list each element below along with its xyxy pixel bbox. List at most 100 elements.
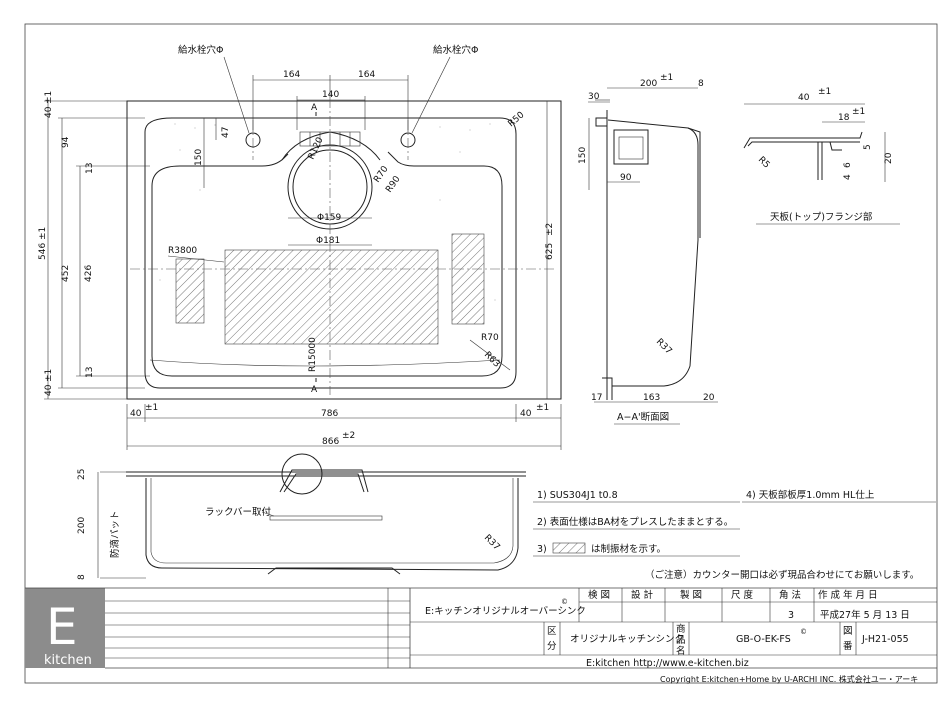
dim-150: 150 xyxy=(194,149,204,166)
flange-dim-18-tol: ±1 xyxy=(852,107,865,117)
dia-181: Φ181 xyxy=(316,236,340,246)
front-detail-circle xyxy=(281,453,323,495)
sec-dim-17: 17 xyxy=(591,393,602,403)
dim-40-bottom-tol: ±1 xyxy=(44,369,54,382)
date-value: 平成27年 5 月 13 日 xyxy=(820,609,910,621)
dim-452: 452 xyxy=(61,265,71,282)
rack-bar xyxy=(269,515,383,521)
angle-value: 3 xyxy=(788,610,794,621)
section-view: 30 200 ±1 8 150 90 R37 17 163 20 A−A'断面図 xyxy=(578,73,718,425)
front-dim-8: 8 xyxy=(77,574,87,580)
note-3-hatch-sample xyxy=(552,542,586,554)
section-mark-bottom: A xyxy=(311,385,318,395)
header-drafting: 製 図 xyxy=(680,589,702,601)
bowl-edge-line xyxy=(149,359,501,367)
flange-dim-5: 5 xyxy=(863,144,873,150)
copyright-line: Copyright E:kitchen+Home by U-ARCHI INC.… xyxy=(660,674,918,684)
dim-40-right-tol: ±1 xyxy=(536,403,549,413)
note-4: 4) 天板部板厚1.0mm HL仕上 xyxy=(746,489,875,501)
radius-r50: R50 xyxy=(507,110,527,129)
dim-94: 94 xyxy=(61,136,71,148)
product-name-label-1: 商 xyxy=(676,623,686,635)
front-dim-25: 25 xyxy=(77,469,87,480)
flange-radius-r5: R5 xyxy=(756,155,772,171)
drawing-no-label-1: 図 xyxy=(843,626,853,637)
section-profile xyxy=(606,110,699,400)
front-view: 25 200 8 防滴パット ラックバー取付 R37 xyxy=(77,453,526,580)
bowl-outline-outer xyxy=(144,117,517,389)
dim-164-right: 164 xyxy=(358,70,375,80)
product-series: E:キッチンオリジナルオーバーシンク xyxy=(425,606,586,617)
flange-dim-40: 40 xyxy=(798,93,810,103)
dim-40-left: 40 xyxy=(130,409,142,419)
dim-866: 866 xyxy=(322,437,339,447)
drawing-no-label-2: 番 xyxy=(843,640,853,652)
header-angle: 角 法 xyxy=(779,589,801,601)
sec-dim-200: 200 xyxy=(640,79,657,89)
dim-786: 786 xyxy=(321,409,338,419)
flange-detail: 40 ±1 18 ±1 R5 5 20 4 6 天板(トップ)フランジ部 xyxy=(743,87,900,225)
drip-pad-label: 防滴パット xyxy=(109,510,121,558)
website: E:kitchen http://www.e-kitchen.biz xyxy=(586,658,749,669)
logo-letter: E xyxy=(46,598,78,656)
header-scale: 尺 度 xyxy=(731,589,754,601)
sec-dim-30: 30 xyxy=(588,92,600,102)
sec-dim-8: 8 xyxy=(698,79,704,89)
front-radius-r37: R37 xyxy=(482,533,502,553)
surface-texture-dots xyxy=(159,123,496,301)
front-dim-200: 200 xyxy=(77,517,87,534)
flange-profile xyxy=(743,131,863,180)
dim-546-tol: ±1 xyxy=(38,227,48,240)
section-mark-top: A xyxy=(311,103,318,113)
sec-dim-90: 90 xyxy=(620,173,632,183)
model-copyright: © xyxy=(800,628,807,636)
dim-426: 426 xyxy=(84,265,94,282)
category-label-1: 区 xyxy=(547,626,557,637)
section-drain-block xyxy=(613,129,649,165)
header-design: 設 計 xyxy=(631,589,654,601)
radius-r15000: R15000 xyxy=(308,337,318,372)
note-3-prefix: 3) xyxy=(537,544,547,555)
flange-dim-6: 6 xyxy=(843,162,853,168)
dim-164-left: 164 xyxy=(283,70,300,80)
radius-r70-bottom: R70 xyxy=(481,333,499,343)
dim-13-bottom: 13 xyxy=(85,367,95,378)
dim-40-top: 40 xyxy=(44,106,54,118)
drawing-frame xyxy=(24,23,938,684)
dim-546: 546 xyxy=(38,243,48,260)
dim-625-tol: ±2 xyxy=(545,223,555,236)
note-2: 2) 表面仕様はBA材をプレスしたままとする。 xyxy=(537,516,733,528)
flange-dim-18: 18 xyxy=(838,113,850,123)
title-block: E kitchen E:キッチンオリジナルオーバーシンク © 検 図 設 計 xyxy=(25,587,937,684)
sec-dim-150: 150 xyxy=(578,147,588,164)
category-label-2: 分 xyxy=(547,641,557,652)
dim-140: 140 xyxy=(322,90,339,100)
dim-47: 47 xyxy=(221,127,231,138)
plan-view: A A 給水栓穴Φ 給水栓穴Φ 164 164 140 40 ±1 94 13 … xyxy=(38,44,562,450)
radius-r70-top: R70 xyxy=(372,164,391,184)
sec-dim-200-tol: ±1 xyxy=(660,73,673,83)
flange-dim-4: 4 xyxy=(843,174,853,180)
flange-dim-20: 20 xyxy=(884,152,894,164)
model-number: GB-O-EK-FS xyxy=(736,634,791,645)
header-check: 検 図 xyxy=(588,589,610,601)
dim-40-right: 40 xyxy=(520,409,532,419)
header-date: 作 成 年 月 日 xyxy=(818,589,878,601)
product-name-label-3: 名 xyxy=(676,645,686,657)
sec-dim-20: 20 xyxy=(703,393,715,403)
flange-title: 天板(トップ)フランジ部 xyxy=(770,211,872,223)
sink-top-plate xyxy=(126,100,562,400)
radius-r90: R90 xyxy=(384,174,403,194)
damping-pad-left xyxy=(175,258,205,324)
faucet-hole-right-label: 給水栓穴Φ xyxy=(433,44,478,56)
dim-13-top: 13 xyxy=(85,163,95,174)
radius-r3800: R3800 xyxy=(168,246,197,256)
radius-r120: R120 xyxy=(307,136,326,162)
product-series-copyright: © xyxy=(561,598,568,606)
note-3-text: は制振材を示す。 xyxy=(591,543,666,555)
damping-pad-right xyxy=(451,233,485,325)
dia-159: Φ159 xyxy=(317,213,342,223)
drawing-number: J-H21-055 xyxy=(861,634,909,645)
dim-866-tol: ±2 xyxy=(342,431,355,441)
